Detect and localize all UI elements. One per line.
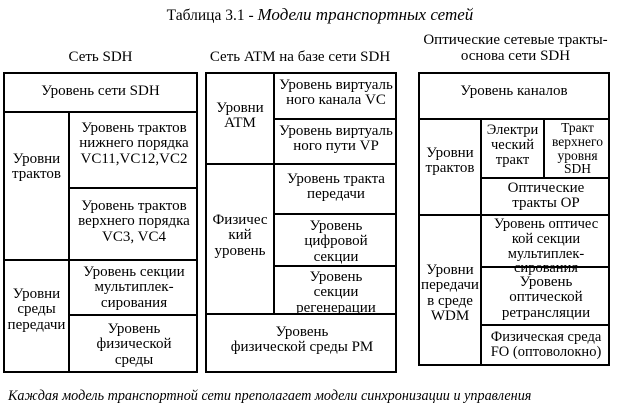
optical-table (418, 72, 610, 366)
atm-header: Сеть ATM на базе сети SDH (209, 49, 391, 65)
footer-note: Каждая модель транспортной сети преполаг… (8, 388, 532, 404)
atm-table (205, 72, 397, 373)
sdh-network-level: Уровень сети SDH (41, 83, 160, 99)
table-caption: Модели транспортных сетей (257, 5, 474, 24)
optical-channels-level: Уровень каналов (460, 83, 568, 99)
sdh-table (3, 72, 198, 373)
optical-header: Оптические сетевые тракты-основа сети SD… (423, 32, 608, 64)
table-title: Таблица 3.1 - Модели транспортных сетей (130, 5, 510, 25)
sdh-header: Сеть SDH (68, 49, 133, 65)
table-number: Таблица 3.1 - (166, 7, 254, 24)
